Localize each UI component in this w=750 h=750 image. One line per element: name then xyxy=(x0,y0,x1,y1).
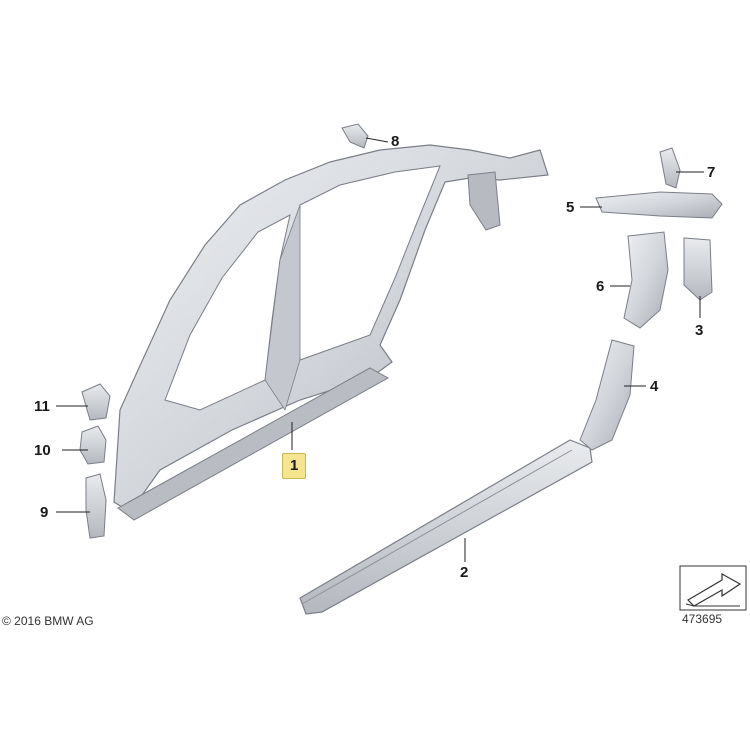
part-3-bracket[interactable] xyxy=(683,237,713,301)
callout-4[interactable]: 4 xyxy=(650,378,659,395)
callout-8[interactable]: 8 xyxy=(391,133,400,150)
callout-6[interactable]: 6 xyxy=(596,278,605,295)
part-9-bracket[interactable] xyxy=(85,473,107,539)
leader-lines xyxy=(56,137,704,562)
callout-11[interactable]: 11 xyxy=(34,398,50,415)
diagram-number: 473695 xyxy=(682,612,723,626)
callout-10[interactable]: 10 xyxy=(34,442,51,459)
orientation-arrow-icon xyxy=(679,565,747,611)
callout-1[interactable]: 1 xyxy=(282,453,307,479)
part-7-bracket[interactable] xyxy=(659,147,681,189)
part-8-roof-bracket[interactable] xyxy=(341,123,369,149)
part-10-bracket[interactable] xyxy=(79,425,107,465)
copyright-text: © 2016 BMW AG xyxy=(2,614,94,628)
callout-3[interactable]: 3 xyxy=(695,322,704,339)
callout-7[interactable]: 7 xyxy=(707,164,716,181)
part-11-bracket[interactable] xyxy=(81,383,111,421)
part-5-roof-rail[interactable] xyxy=(595,191,723,219)
callout-9[interactable]: 9 xyxy=(40,504,49,521)
callout-5[interactable]: 5 xyxy=(566,199,575,216)
part-2-rocker-panel[interactable] xyxy=(299,439,593,615)
part-6-pillar-upper[interactable] xyxy=(623,231,669,329)
part-1-side-frame[interactable] xyxy=(113,144,549,521)
callout-2[interactable]: 2 xyxy=(460,564,469,581)
part-4-pillar-reinforcement[interactable] xyxy=(579,339,635,451)
